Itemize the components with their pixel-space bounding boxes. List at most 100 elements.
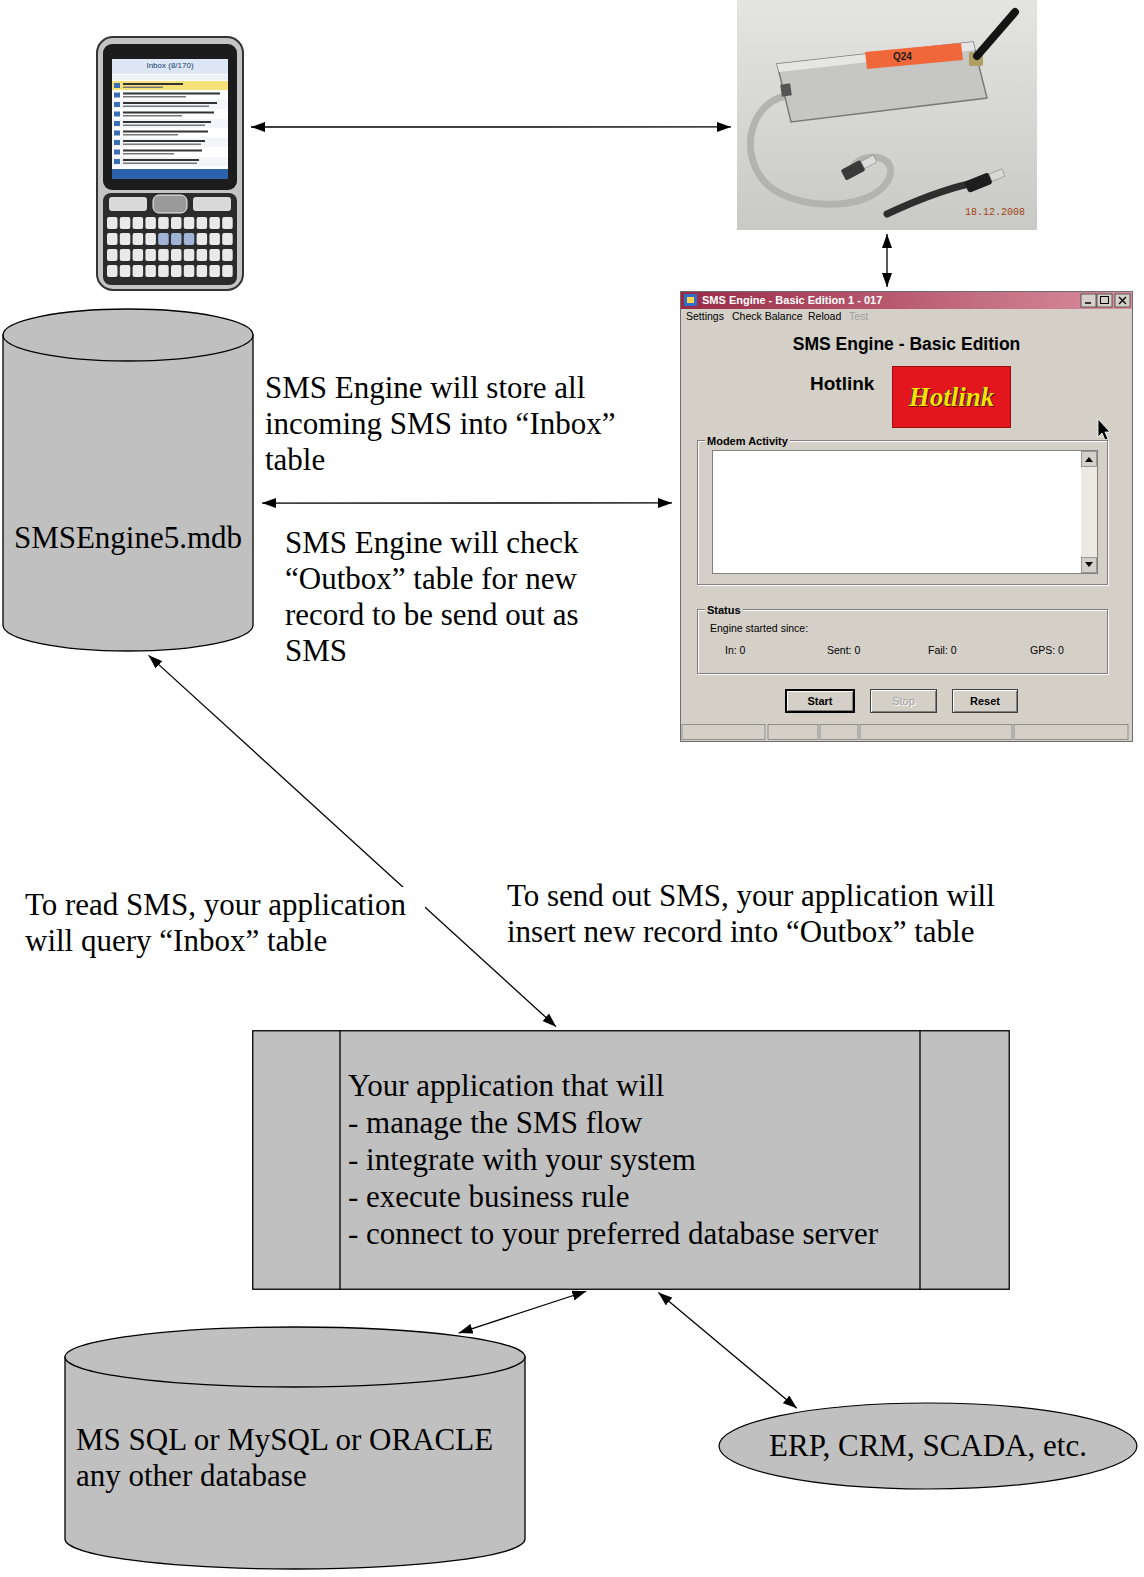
- modem-illustration: [841, 153, 878, 180]
- group-box: Modem Activity: [697, 434, 1110, 587]
- push-button: Start: [787, 691, 853, 711]
- app-window: SMS Engine - Basic Edition 1 - 017Settin…: [680, 291, 1133, 742]
- group-frame: [699, 442, 1109, 586]
- phone-illustration: [184, 249, 195, 261]
- phone-illustration: [120, 233, 131, 245]
- phone-illustration: [107, 233, 118, 245]
- phone-illustration: [123, 125, 205, 127]
- modem-illustration: [737, 0, 1037, 230]
- push-button: Reset: [953, 690, 1017, 712]
- screen-text: Inbox (8/170): [112, 60, 228, 72]
- phone-illustration: [123, 163, 197, 165]
- phone-illustration: [145, 233, 156, 245]
- modem-illustration: [861, 155, 877, 169]
- phone-illustration: [112, 169, 228, 179]
- status-text: Sent: 0: [827, 644, 860, 657]
- annotation-text: To read SMS, your application will query…: [23, 887, 425, 959]
- window-chrome: [1014, 725, 1128, 740]
- group-frame: [1085, 457, 1093, 462]
- cylinder-outline: [3, 335, 253, 651]
- phone-illustration: [209, 233, 220, 245]
- phone-illustration: [123, 131, 208, 133]
- group-title: Modem Activity: [705, 434, 790, 448]
- connector-arrow: [459, 1291, 587, 1333]
- modem-illustration: [865, 43, 963, 69]
- status-text: Status: [705, 603, 743, 617]
- application-text: Your application that will: [348, 1067, 664, 1104]
- window-chrome: [684, 294, 697, 306]
- phone-illustration: [158, 265, 169, 277]
- annotation-text: To send out SMS, your application will i…: [505, 878, 1017, 950]
- window-chrome: [1119, 297, 1126, 304]
- phone-illustration: [184, 233, 195, 245]
- phone-illustration: [123, 96, 186, 98]
- phone-illustration: [123, 115, 182, 117]
- application-box: Your application that will- manage the S…: [252, 1030, 1010, 1290]
- phone-illustration: [112, 75, 228, 80]
- window-chrome: [687, 297, 694, 303]
- group-frame: [1082, 452, 1097, 467]
- modem-illustration: [887, 184, 969, 214]
- ellipse-outline: [719, 1403, 1137, 1489]
- database-cylinder: SMSEngine5.mdb: [10, 520, 246, 556]
- system-name: ERP, CRM, SCADA, etc.: [769, 1428, 1087, 1464]
- group-frame: [1085, 562, 1093, 567]
- phone-illustration: [114, 93, 120, 98]
- phone-illustration: [193, 197, 231, 211]
- database-cylinder: SMSEngine5.mdb: [2, 308, 254, 652]
- connector-arrow: [658, 1293, 797, 1409]
- phone-illustration: [158, 249, 169, 261]
- phone-illustration: [114, 131, 120, 136]
- cylinder-outline: [2, 308, 254, 652]
- phone-illustration: [107, 217, 118, 229]
- phone-illustration: [171, 265, 182, 277]
- window-chrome: [1085, 302, 1091, 304]
- system-ellipse: ERP, CRM, SCADA, etc.: [718, 1402, 1138, 1490]
- phone-illustration: [109, 197, 147, 211]
- status-text: GPS: 0: [1030, 644, 1064, 657]
- group-frame: [1081, 451, 1097, 573]
- modem-illustration: [964, 167, 1006, 193]
- phone-illustration: [112, 81, 228, 90]
- phone-illustration: [123, 93, 220, 95]
- window-chrome: [682, 725, 765, 740]
- status-text: Engine started since:: [710, 622, 808, 635]
- device-marking: 18.12.2008: [965, 207, 1025, 219]
- phone-illustration: [133, 233, 144, 245]
- window-chrome: [681, 292, 1133, 742]
- window-chrome: [1101, 297, 1109, 304]
- window-text: Hotlink: [810, 372, 874, 395]
- logo-badge: Hotlink: [893, 367, 1010, 427]
- phone-illustration: [158, 233, 169, 245]
- group-frame: [697, 603, 1110, 676]
- push-button: Stop: [870, 689, 937, 713]
- application-text: - execute business rule: [348, 1178, 629, 1215]
- phone-illustration: [222, 249, 233, 261]
- device-marking: Q24: [893, 51, 912, 63]
- modem-illustration: [777, 42, 987, 122]
- window-text: SMS Engine - Basic Edition 1 - 017: [702, 293, 882, 307]
- phone-illustration: [197, 265, 208, 277]
- phone-illustration: [112, 157, 228, 166]
- phone-illustration: [112, 148, 228, 157]
- phone-illustration: [112, 119, 228, 128]
- connector-arrow: [149, 655, 556, 1026]
- phone-illustration: [114, 150, 120, 155]
- application-text: - connect to your preferred database ser…: [348, 1215, 878, 1252]
- modem-illustration: [989, 169, 1005, 182]
- phone-illustration: [197, 249, 208, 261]
- phone-illustration: [171, 249, 182, 261]
- phone-illustration: [107, 249, 118, 261]
- database-cylinder: MS SQL or MySQL or ORACLE any other data…: [76, 1422, 518, 1494]
- phone-illustration: [209, 265, 220, 277]
- window-chrome: [681, 292, 1132, 309]
- modem-illustration: [964, 172, 993, 193]
- push-button: Stop: [871, 690, 936, 712]
- phone-illustration: [197, 233, 208, 245]
- phone-illustration: [120, 217, 131, 229]
- box-outline: [339, 1031, 340, 1290]
- database-name: SMSEngine5.mdb: [14, 520, 242, 556]
- phone-illustration: [209, 217, 220, 229]
- button-label: Stop: [892, 694, 915, 708]
- phone-illustration: [103, 44, 237, 190]
